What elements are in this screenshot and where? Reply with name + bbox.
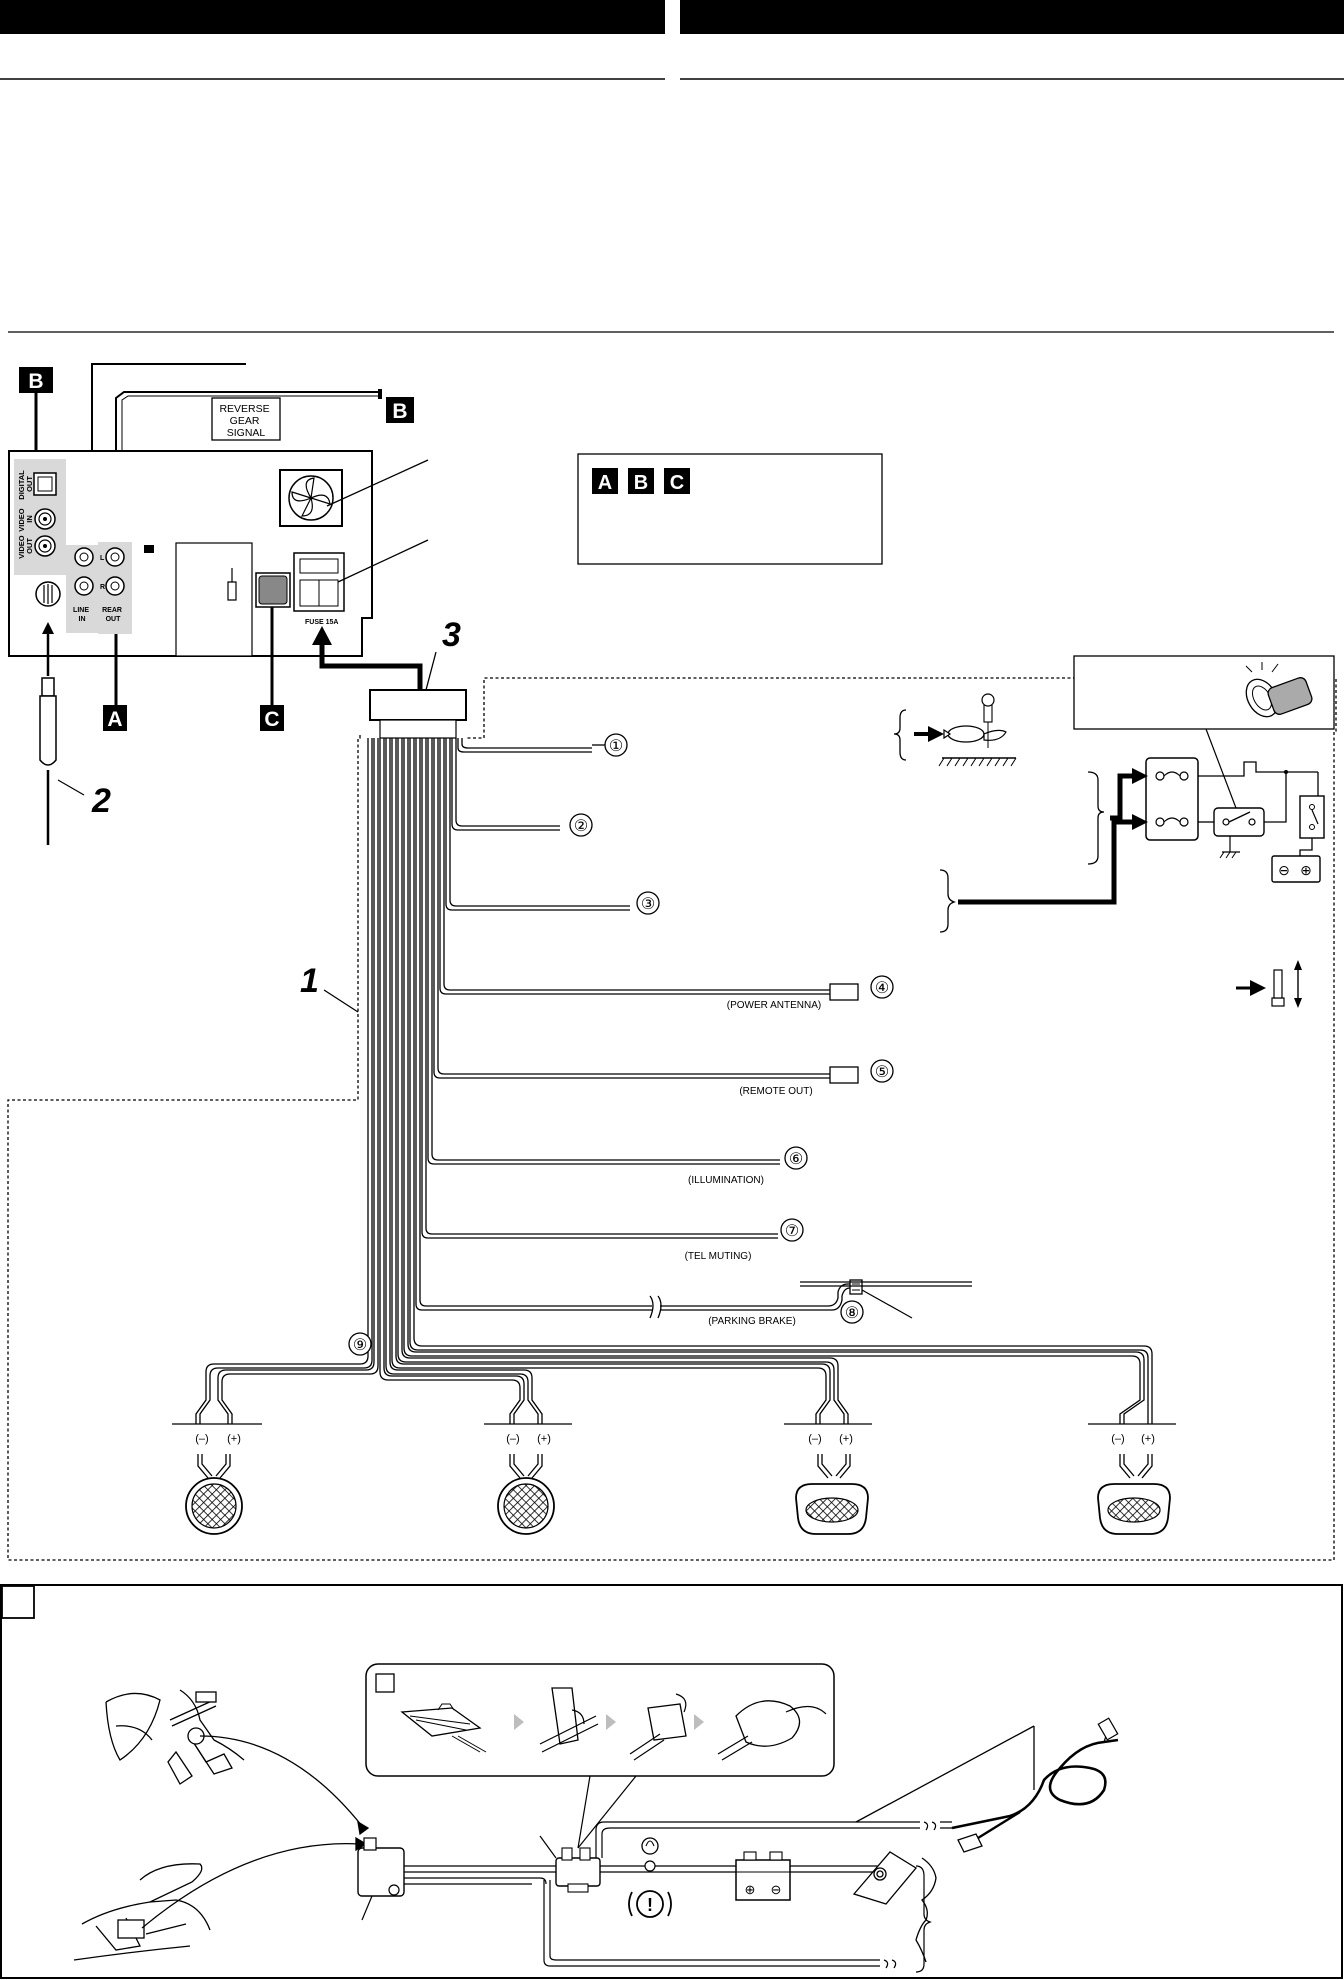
wire-end-2: [569, 813, 593, 837]
section-marker-box: [1, 1585, 35, 1619]
wire-end-7: [780, 1218, 804, 1242]
svg-text:B: B: [392, 400, 407, 423]
hand-brake-sketch: [73, 1836, 368, 1961]
svg-text:(–): (–): [506, 1433, 519, 1445]
svg-text:(–): (–): [1111, 1433, 1124, 1445]
svg-text:(+): (+): [227, 1433, 241, 1445]
callout-1: 1: [300, 962, 319, 1000]
svg-text:(+): (+): [537, 1433, 551, 1445]
svg-text:⑨: ⑨: [353, 1337, 367, 1354]
svg-text:C: C: [670, 472, 684, 494]
battery-icon: [1271, 855, 1321, 883]
ground-screw: [893, 693, 1017, 767]
splice-connector: [539, 1775, 637, 1893]
tel-muting-label: (TEL MUTING): [685, 1251, 752, 1262]
power-antenna-symbol: [1236, 960, 1302, 1008]
rear-out-label: REAR OUT: [102, 607, 124, 623]
svg-text:⊕: ⊕: [1300, 862, 1312, 878]
speaker-front-left: (–) (+): [172, 1390, 262, 1535]
svg-text:(+): (+): [839, 1433, 853, 1445]
wire-end-6: [784, 1146, 808, 1170]
svg-text:⑧: ⑧: [845, 1305, 859, 1322]
parking-brake-label: (PARKING BRAKE): [708, 1316, 796, 1327]
svg-text:B: B: [28, 370, 43, 393]
remote-out-label: (REMOTE OUT): [739, 1086, 812, 1097]
wire-end-4: [870, 975, 894, 999]
svg-text:③: ③: [641, 896, 655, 913]
video-out-label: VIDEO OUT: [17, 533, 34, 558]
harness-wires: [205, 738, 1153, 1390]
antenna-cable: 2: [39, 622, 111, 845]
svg-text:!: !: [647, 1895, 653, 1915]
reverse-gear-label: REVERSE GEAR SIGNAL: [219, 403, 272, 439]
parking-brake-section: [0, 1584, 1343, 1979]
svg-text:(–): (–): [808, 1433, 821, 1445]
brake-pedal-sketch: [105, 1689, 370, 1836]
tag-b-right: B: [386, 397, 414, 423]
brake-wiring: [404, 1821, 952, 1969]
ch-l-label: L: [100, 555, 105, 562]
speaker-rear-left: (–) (+): [784, 1378, 872, 1535]
brace-lower: [915, 1865, 932, 1973]
svg-text:⑦: ⑦: [785, 1223, 799, 1240]
wire-end-3: [636, 891, 660, 915]
svg-text:④: ④: [875, 980, 889, 997]
tag-c: C: [260, 607, 284, 731]
fuse-block: ⊖ ⊕: [939, 757, 1325, 933]
callout-3: 3: [442, 616, 461, 654]
svg-text:②: ②: [574, 818, 588, 835]
svg-text:①: ①: [609, 738, 623, 755]
power-antenna-label: (POWER ANTENNA): [727, 1000, 821, 1011]
wire-endpoints: ① ② ③ ④ (POWER ANTENNA) ⑤ (REMOTE OUT) ⑥…: [348, 733, 972, 1356]
wire-end-5: [870, 1059, 894, 1083]
brake-connector: [357, 1837, 405, 1921]
svg-text:⊕: ⊕: [745, 1882, 756, 1897]
digital-out-label: DIGITAL OUT: [17, 468, 34, 499]
svg-text:⑥: ⑥: [789, 1151, 803, 1168]
svg-text:⑤: ⑤: [875, 1064, 889, 1081]
power-cable: [319, 640, 423, 690]
wire-end-8: [840, 1300, 864, 1324]
ch-r-label: R: [100, 584, 105, 591]
header-bar-right: [680, 0, 1344, 34]
legend-box: A B C: [577, 453, 883, 565]
speaker-front-right: (–) (+): [484, 1390, 572, 1535]
svg-text:⊖: ⊖: [1278, 862, 1290, 878]
video-in-label: VIDEO IN: [17, 506, 34, 531]
svg-text:C: C: [264, 708, 279, 731]
battery-lower: ⊕ ⊖: [735, 1851, 791, 1901]
speaker-rear-right: (–) (+): [1088, 1378, 1176, 1535]
svg-text:(–): (–): [195, 1433, 208, 1445]
illumination-label: (ILLUMINATION): [688, 1175, 764, 1186]
line-in-label: LINE IN: [73, 607, 91, 623]
callout-2: 2: [91, 782, 111, 820]
body-ground-bolt: [852, 1851, 937, 1963]
tag-a: A: [103, 634, 127, 731]
splice-steps-inset: [365, 1663, 835, 1777]
svg-text:(+): (+): [1141, 1433, 1155, 1445]
harness-plug: [369, 689, 467, 721]
extension-cable: [855, 1717, 1119, 1853]
svg-text:B: B: [634, 472, 648, 494]
fuse-label: FUSE 15A: [305, 619, 338, 626]
dashed-boundary: [7, 677, 1337, 1561]
reverse-gear-label-box: [211, 397, 281, 441]
ignition-key-box: [1073, 655, 1335, 809]
svg-text:A: A: [598, 472, 612, 494]
svg-text:A: A: [107, 708, 122, 731]
unit-rear-panel: DIGITAL OUT VIDEO IN VIDEO OUT LINE IN R…: [8, 450, 429, 657]
wire-end-9: [348, 1332, 372, 1356]
svg-text:⊖: ⊖: [771, 1882, 782, 1897]
brake-warning-lamp: !: [628, 1837, 672, 1918]
header-bar-left: [0, 0, 665, 34]
